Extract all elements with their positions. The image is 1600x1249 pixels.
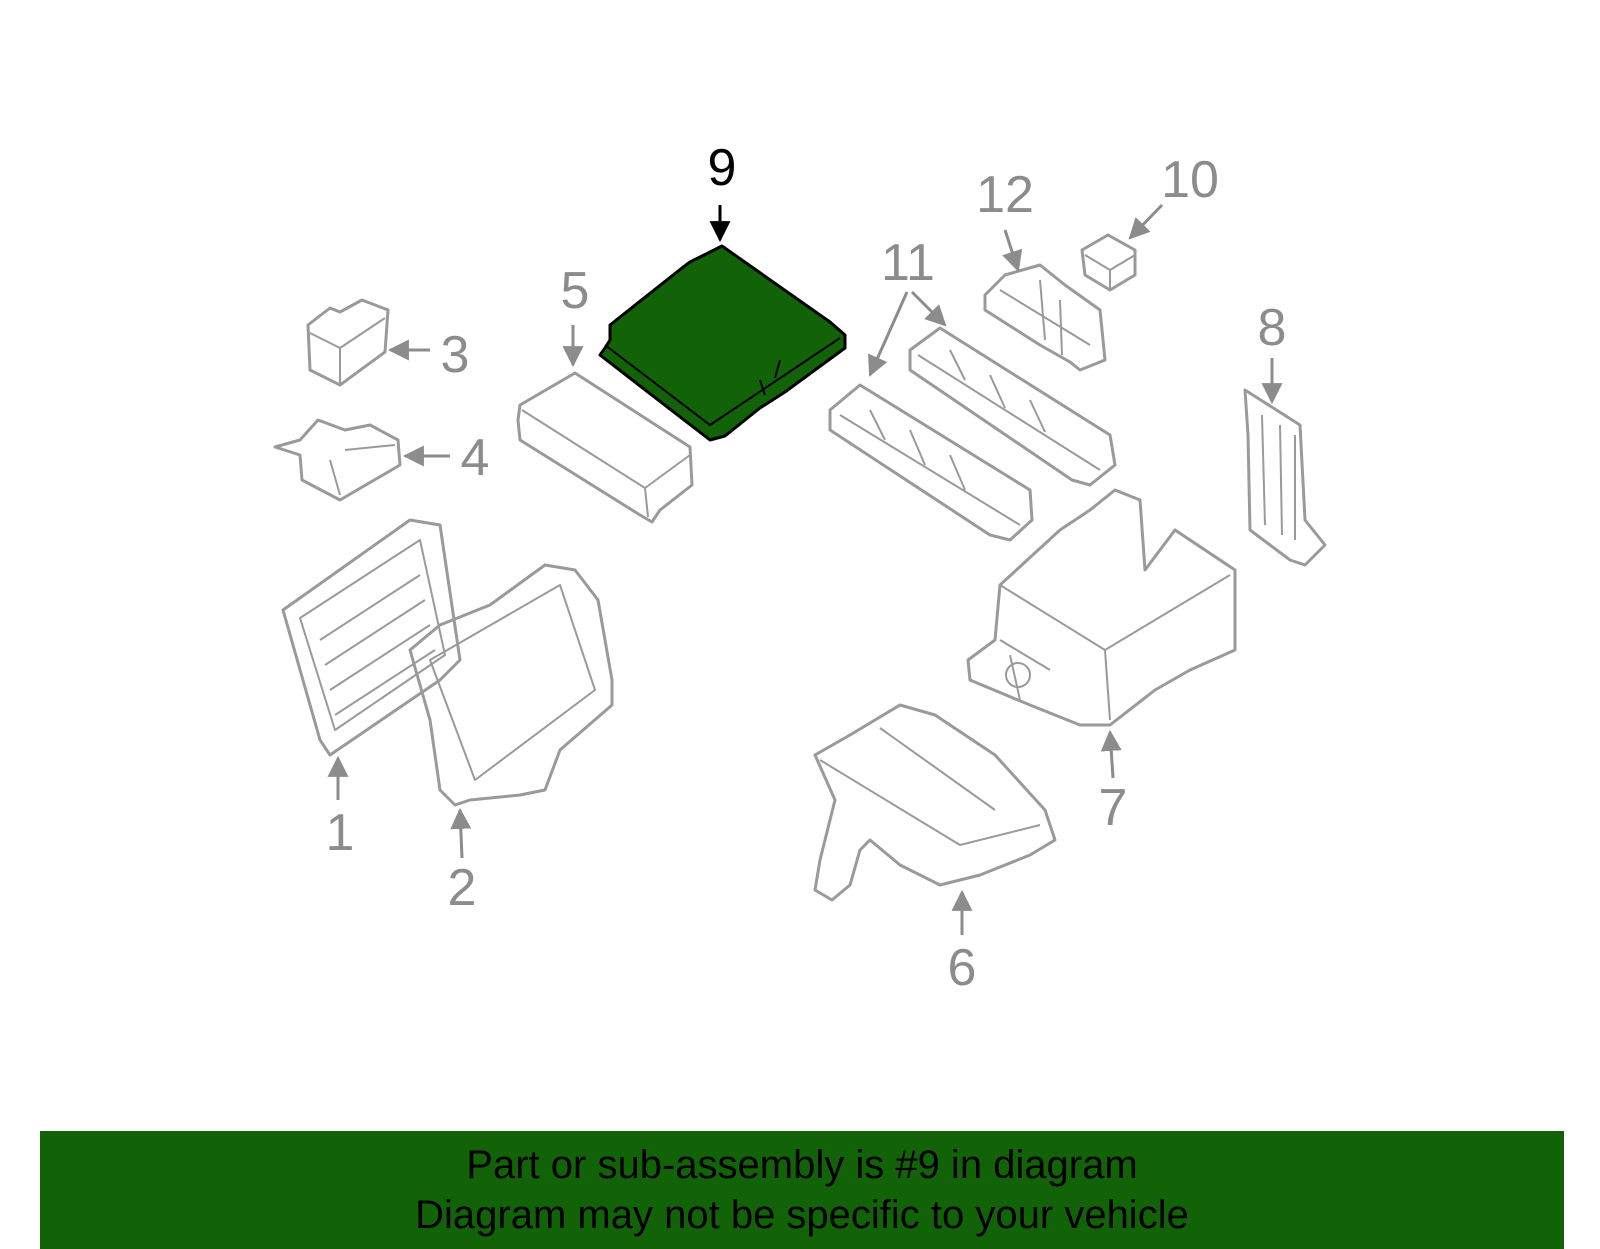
part-1-junction-block[interactable]: [281, 518, 462, 757]
callout-10[interactable]: 10: [1161, 151, 1219, 209]
callout-9[interactable]: 9: [708, 139, 737, 197]
part-3-relay[interactable]: [306, 298, 390, 387]
callout-12[interactable]: 12: [976, 166, 1034, 224]
arrow-12: [1002, 229, 1023, 272]
callout-labels: 9 5 3 4 1 2 6 7 8 10 12 11: [326, 139, 1287, 997]
part-9-cover[interactable]: [598, 244, 847, 442]
part-8-panel[interactable]: [1243, 388, 1327, 567]
footer-disclaimer: Diagram may not be specific to your vehi…: [415, 1193, 1189, 1237]
arrow-11a: [868, 291, 909, 377]
arrow-10: [1128, 203, 1164, 240]
part-10-relay[interactable]: [1080, 233, 1137, 292]
callout-7[interactable]: 7: [1099, 779, 1128, 837]
part-2-bracket[interactable]: [408, 563, 614, 807]
footer-banner: Part or sub-assembly is #9 in diagram Di…: [40, 1131, 1564, 1249]
callout-3[interactable]: 3: [441, 326, 470, 384]
part-4-connector[interactable]: [273, 418, 402, 502]
part-12-relay-block[interactable]: [983, 263, 1107, 372]
footer-part-note: Part or sub-assembly is #9 in diagram: [466, 1143, 1138, 1187]
leader-lines: [327, 203, 1283, 935]
callout-4[interactable]: 4: [461, 429, 490, 487]
callout-6[interactable]: 6: [948, 939, 977, 997]
part-11-fuse-rails[interactable]: [828, 326, 1117, 542]
callout-2[interactable]: 2: [448, 859, 477, 917]
part-7-tray[interactable]: [966, 488, 1237, 727]
part-5-fuse-box-cover[interactable]: [516, 371, 694, 524]
arrow-7: [1100, 729, 1122, 779]
arrow-11b: [910, 290, 947, 327]
callout-5[interactable]: 5: [561, 262, 590, 320]
callout-8[interactable]: 8: [1258, 299, 1287, 357]
callout-11[interactable]: 11: [881, 234, 935, 292]
part-6-tray[interactable]: [813, 703, 1057, 902]
callout-1[interactable]: 1: [326, 804, 355, 862]
arrow-2: [450, 807, 472, 859]
